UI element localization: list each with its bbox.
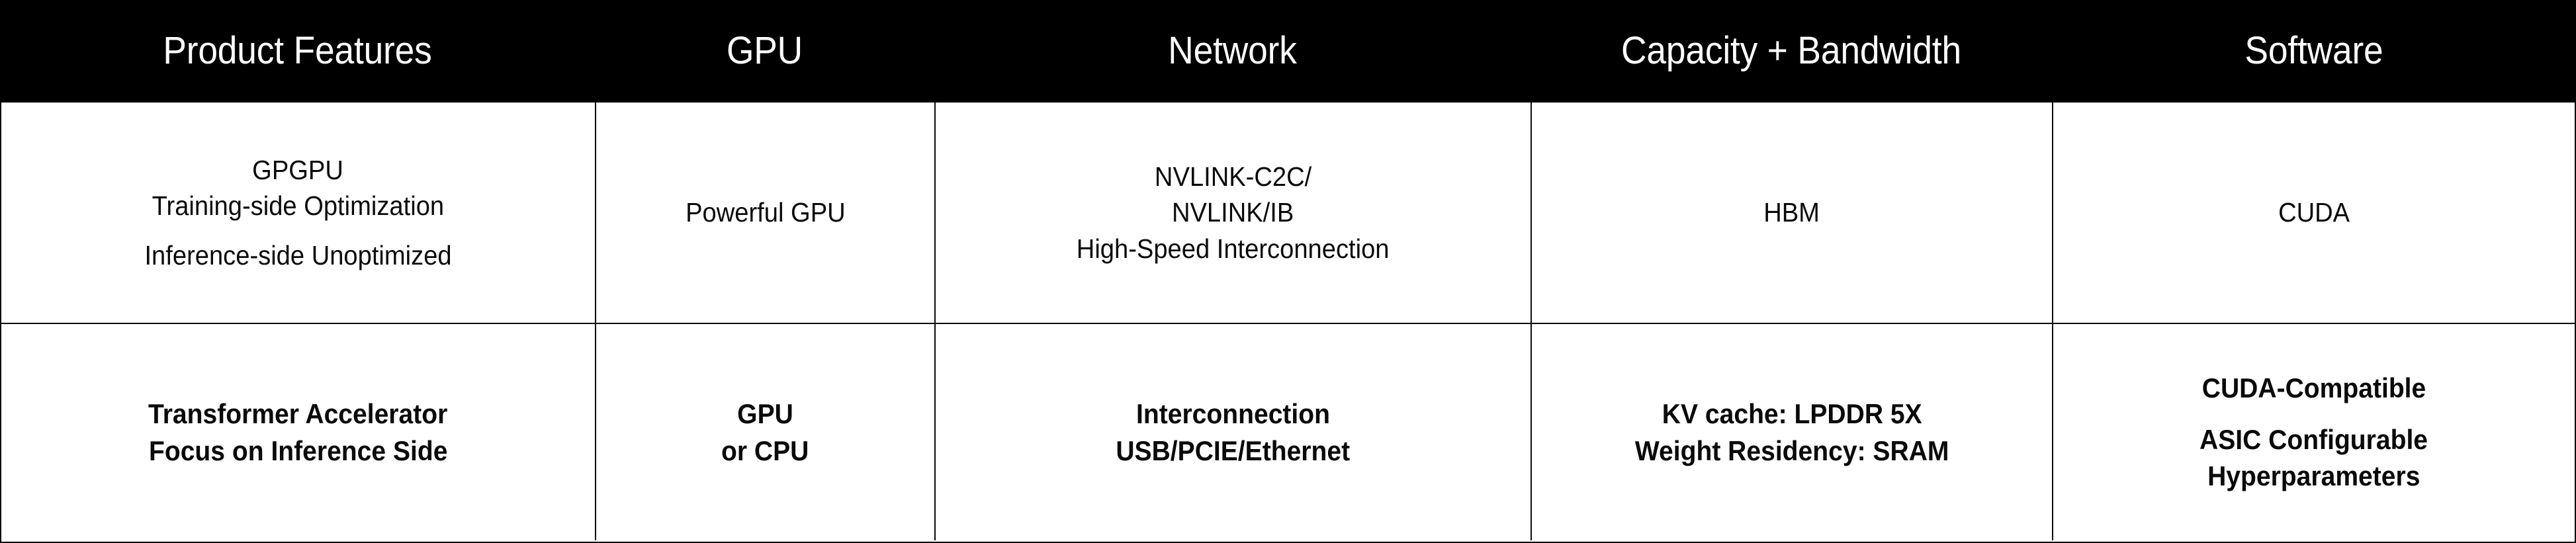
cell-line: ASIC Configurable	[2199, 423, 2428, 455]
cell-line: Transformer Accelerator	[148, 398, 448, 430]
cell-line: GPGPU	[252, 155, 344, 186]
cell-capacity-bandwidth: HBM	[1531, 103, 2052, 323]
cell-line: Weight Residency: SRAM	[1634, 435, 1949, 466]
cell-gpu: Powerful GPU	[595, 103, 934, 323]
cell-line: KV cache: LPDDR 5X	[1662, 398, 1922, 430]
cell-line: Hyperparameters	[2207, 460, 2421, 492]
cell-line: NVLINK-C2C/	[1154, 161, 1312, 192]
cell-network: NVLINK-C2C/ NVLINK/IB High-Speed Interco…	[934, 103, 1531, 323]
cell-line: USB/PCIE/Ethernet	[1116, 435, 1351, 466]
cell-line: Inference-side Unoptimized	[144, 239, 452, 271]
cell-line: or CPU	[721, 435, 809, 466]
column-header-label: Product Features	[163, 29, 432, 73]
cell-line: HBM	[1763, 197, 1820, 228]
cell-gpu: GPU or CPU	[595, 324, 934, 540]
column-header-gpu: GPU	[609, 0, 921, 103]
table-row: Transformer Accelerator Focus on Inferen…	[1, 323, 2575, 540]
cell-line: CUDA	[2278, 197, 2350, 228]
cell-line: Powerful GPU	[685, 197, 846, 228]
cell-line: High-Speed Interconnection	[1077, 233, 1390, 264]
cell-line: NVLINK/IB	[1172, 197, 1294, 228]
column-header-software: Software	[2073, 0, 2555, 103]
cell-line: CUDA-Compatible	[2201, 372, 2426, 404]
table-row: GPGPU Training-side Optimization Inferen…	[1, 103, 2575, 323]
cell-network: Interconnection USB/PCIE/Ethernet	[934, 324, 1531, 540]
cell-line: Focus on Inference Side	[148, 435, 448, 466]
table-body: GPGPU Training-side Optimization Inferen…	[0, 103, 2576, 543]
cell-software: CUDA	[2052, 103, 2575, 323]
cell-line: Interconnection	[1136, 398, 1330, 430]
cell-line: Training-side Optimization	[152, 190, 445, 222]
column-header-product-features: Product Features	[24, 0, 571, 103]
cell-software: CUDA-Compatible ASIC Configurable Hyperp…	[2052, 324, 2575, 540]
table-header-row: Product Features GPU Network Capacity + …	[0, 0, 2576, 103]
cell-product-features: Transformer Accelerator Focus on Inferen…	[1, 324, 595, 540]
cell-product-features: GPGPU Training-side Optimization Inferen…	[1, 103, 595, 323]
column-header-label: Capacity + Bandwidth	[1621, 29, 1961, 73]
column-header-label: Software	[2244, 29, 2383, 73]
column-header-capacity-bandwidth: Capacity + Bandwidth	[1552, 0, 2031, 103]
cell-line: GPU	[737, 398, 793, 430]
column-header-label: GPU	[726, 29, 803, 73]
column-header-label: Network	[1168, 29, 1297, 73]
column-header-network: Network	[958, 0, 1507, 103]
cell-capacity-bandwidth: KV cache: LPDDR 5X Weight Residency: SRA…	[1531, 324, 2052, 540]
